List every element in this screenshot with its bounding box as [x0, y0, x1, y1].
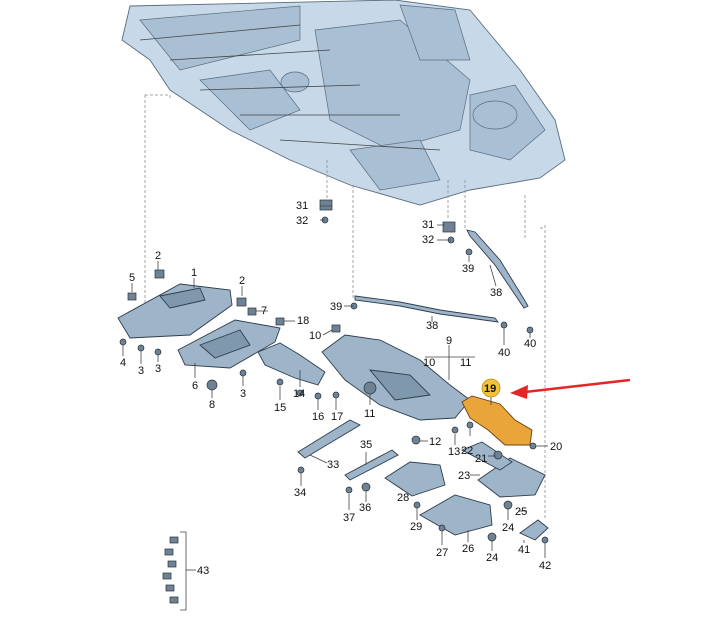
callout-26[interactable]: 26 [462, 543, 474, 555]
part-43-fastener-set [162, 531, 187, 611]
part-6-panel [177, 319, 281, 369]
callout-33[interactable]: 33 [327, 459, 339, 471]
callout-32[interactable]: 32 [422, 234, 434, 246]
part-38-rod-right [466, 229, 529, 309]
callout-18[interactable]: 18 [297, 315, 309, 327]
part-22-panel [460, 441, 513, 471]
callout-40[interactable]: 40 [524, 338, 536, 350]
callout-3[interactable]: 3 [155, 363, 161, 375]
leader-lines [122, 205, 548, 571]
part-19-highlighted-heat-shield [461, 395, 533, 446]
callout-24[interactable]: 24 [486, 552, 498, 564]
callout-3[interactable]: 3 [240, 388, 246, 400]
part-1-front-underbody-panel [117, 283, 233, 339]
reference-lines [144, 94, 546, 520]
callout-32[interactable]: 32 [296, 215, 308, 227]
car-underbody-illustration [121, 0, 566, 206]
callout-38[interactable]: 38 [490, 287, 502, 299]
callout-37[interactable]: 37 [343, 512, 355, 524]
callout-24[interactable]: 24 [502, 522, 514, 534]
callout-20[interactable]: 20 [550, 441, 562, 453]
callout-10[interactable]: 10 [309, 330, 321, 342]
callout-27[interactable]: 27 [436, 547, 448, 559]
callout-11[interactable]: 11 [364, 408, 375, 420]
callout-43[interactable]: 43 [197, 565, 209, 577]
fasteners [119, 199, 549, 544]
callout-22[interactable]: 22 [461, 445, 473, 457]
part-28-panel [384, 461, 446, 497]
callout-8[interactable]: 8 [209, 399, 215, 411]
part-9-center-underbody-panel [321, 334, 471, 421]
callout-3[interactable]: 3 [138, 365, 144, 377]
callout-13[interactable]: 13 [448, 446, 460, 458]
part-38-rod-left [354, 295, 500, 323]
callout-2[interactable]: 2 [239, 275, 245, 287]
callout-12[interactable]: 12 [429, 436, 441, 448]
part-35-strip [344, 449, 399, 481]
callout-11[interactable]: 11 [460, 357, 471, 369]
callout-38[interactable]: 38 [426, 320, 438, 332]
callout-35[interactable]: 35 [360, 439, 372, 451]
callout-9[interactable]: 9 [446, 335, 452, 347]
callout-31[interactable]: 31 [422, 219, 434, 231]
callout-10[interactable]: 10 [423, 357, 435, 369]
part-26-panel [419, 494, 493, 536]
callout-17[interactable]: 17 [331, 411, 343, 423]
callout-36[interactable]: 36 [359, 502, 371, 514]
callout-40[interactable]: 40 [498, 347, 510, 359]
callout-1[interactable]: 1 [191, 267, 197, 279]
callout-16[interactable]: 16 [312, 411, 324, 423]
callout-14[interactable]: 14 [293, 388, 305, 400]
callout-39[interactable]: 39 [462, 263, 474, 275]
callout-34[interactable]: 34 [294, 487, 306, 499]
callout-4[interactable]: 4 [120, 357, 126, 369]
part-41-panel [519, 519, 549, 541]
callout-5[interactable]: 5 [129, 272, 135, 284]
callout-6[interactable]: 6 [192, 380, 198, 392]
callout-19-highlighted[interactable]: 19 [484, 383, 496, 395]
callout-41[interactable]: 41 [518, 544, 530, 556]
callout-7[interactable]: 7 [261, 305, 267, 317]
callout-39[interactable]: 39 [330, 301, 342, 313]
callout-23[interactable]: 23 [458, 470, 470, 482]
callout-2[interactable]: 2 [155, 250, 161, 262]
highlight-arrow [510, 378, 631, 399]
callout-21[interactable]: 21 [475, 453, 487, 465]
callout-29[interactable]: 29 [410, 521, 422, 533]
part-19-badge [481, 378, 501, 398]
callout-labels: 1 2 2 3 3 3 4 5 6 7 8 9 10 10 11 11 12 1… [120, 200, 562, 577]
part-33-strip [297, 419, 361, 459]
callout-31[interactable]: 31 [296, 200, 308, 212]
callout-15[interactable]: 15 [274, 402, 286, 414]
part-14-panel [257, 342, 326, 386]
callout-25[interactable]: 25 [515, 506, 527, 518]
callout-42[interactable]: 42 [539, 560, 551, 572]
callout-28[interactable]: 28 [397, 492, 409, 504]
